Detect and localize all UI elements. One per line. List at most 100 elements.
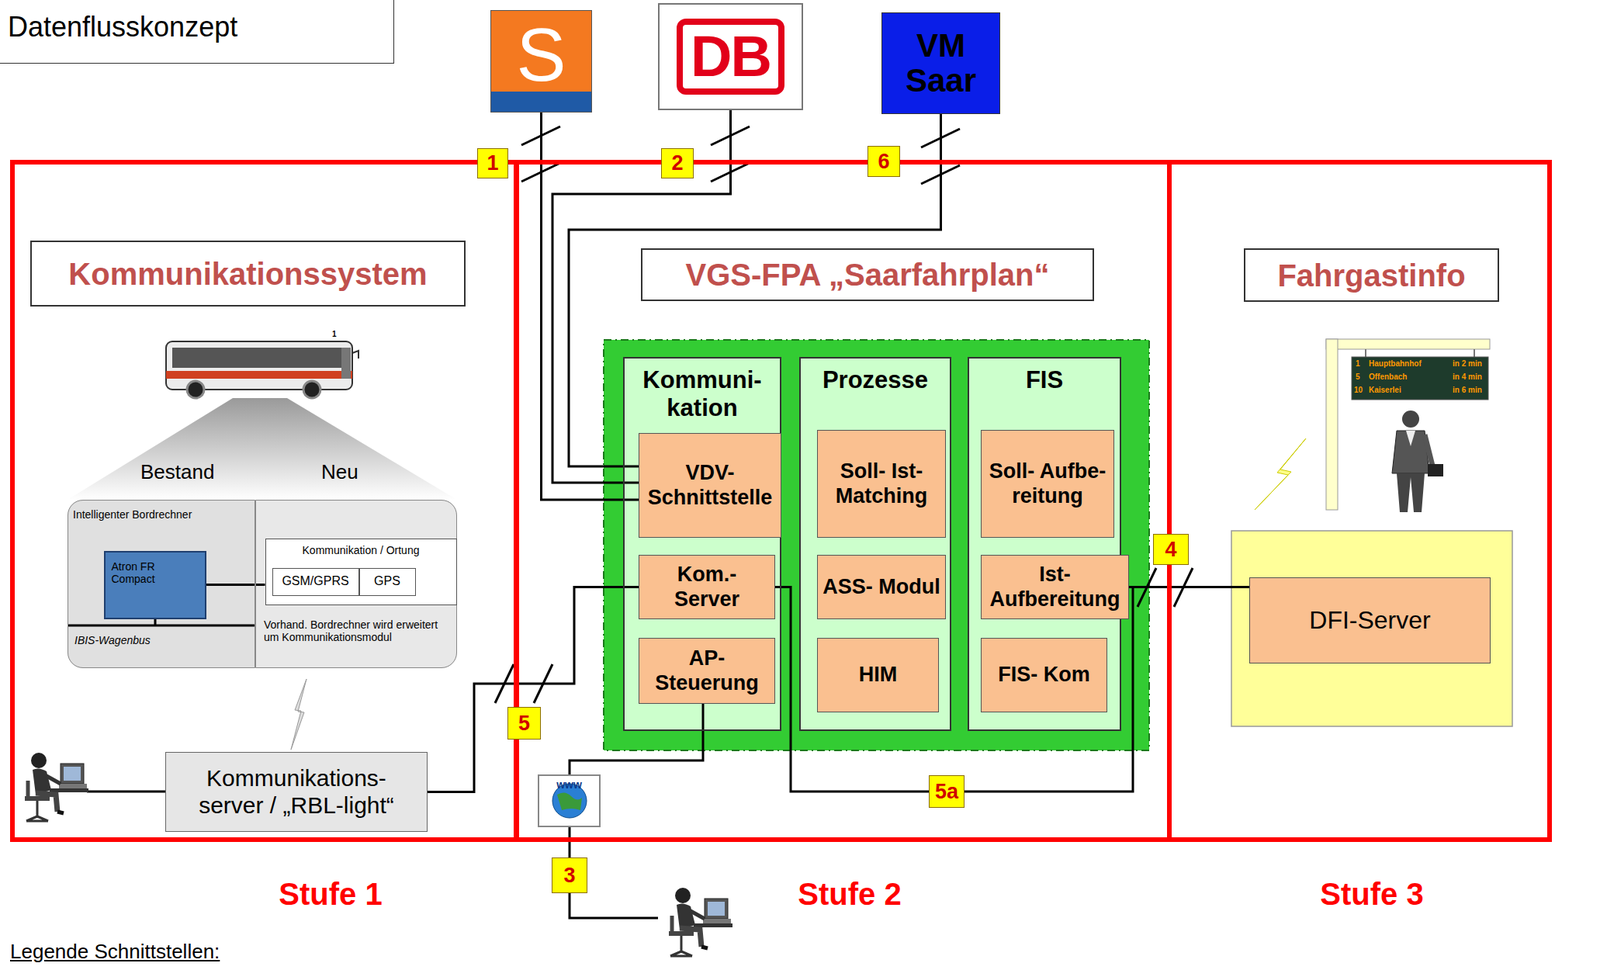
- box-text: VM Saar: [898, 28, 984, 97]
- bus-illustration-part: [67, 398, 458, 500]
- box: Kommunikations- server / „RBL-light“: [165, 751, 428, 832]
- box-text: Atron FR Compact: [111, 560, 182, 586]
- box: Atron FR Compact: [103, 550, 207, 620]
- box: Intelligenter BordrechnerIBIS-Wagenbus At…: [67, 499, 256, 669]
- stage-label: Stufe 3: [1302, 876, 1442, 912]
- dfi-panel-part: [1231, 530, 1513, 727]
- box-text: Kommunikation / Ortung: [302, 543, 420, 557]
- workstation-part: [24, 752, 89, 821]
- onboard-panels-part: [255, 499, 458, 669]
- callout-number: 5: [507, 706, 541, 740]
- process-area: [603, 339, 1150, 751]
- box-text: Prozesse: [822, 366, 929, 395]
- box: Soll- Ist- Matching: [817, 429, 946, 538]
- display-text: Hauptbahnhof: [1368, 359, 1422, 369]
- title: Datenflusskonzept: [0, 0, 395, 64]
- box: HIM: [817, 637, 939, 713]
- bus-illustration-part: [187, 380, 205, 399]
- callout-number: 2: [661, 148, 694, 179]
- workstation-part: [668, 887, 733, 956]
- box-text: AP- Steuerung: [644, 646, 770, 695]
- box: VGS-FPA „Saarfahrplan“: [640, 248, 1095, 302]
- radio-link: [290, 438, 1306, 750]
- stage-region: Stufe 1KommunikationssystemIntelligenter…: [10, 159, 519, 842]
- connector: [427, 587, 639, 793]
- process-area-part: [623, 356, 782, 731]
- box: Kommunikation / OrtungGSM/GPRSGPS: [265, 538, 458, 606]
- passenger-figure-part: [1406, 430, 1416, 447]
- passenger-figure: [1392, 410, 1444, 513]
- box: ProzesseSoll- Ist- MatchingASS- ModulHIM: [799, 356, 952, 731]
- stage-region: Stufe 3FahrgastinfoDFI-Server: [1167, 159, 1552, 842]
- workstation: [24, 752, 733, 956]
- display-text: in 4 min: [1452, 372, 1483, 382]
- web-icon: [538, 775, 600, 827]
- box-text: Soll- Ist- Matching: [822, 459, 941, 508]
- box: AP- Steuerung: [638, 637, 776, 704]
- bus-illustration-part: [172, 347, 343, 368]
- box: DFI-Server: [1249, 577, 1491, 664]
- passenger-figure-part: [1424, 434, 1433, 466]
- box-text: Kommunikations- server / „RBL-light“: [180, 765, 413, 819]
- box-text: IBIS-Wagenbus: [74, 633, 151, 647]
- stage-label: Stufe 1: [260, 876, 401, 912]
- web-icon-part: [557, 792, 582, 811]
- radio-link-part: [290, 678, 307, 750]
- box: VM Saar: [881, 12, 1001, 115]
- callout-number: 1: [477, 148, 509, 179]
- passenger-figure-part: [1427, 464, 1444, 477]
- bus-illustration-part: [341, 347, 351, 379]
- passenger-figure-part: [1402, 410, 1420, 428]
- callout-number: 5a: [928, 775, 965, 808]
- box-text: FIS- Kom: [997, 662, 1091, 687]
- wires-part: [86, 790, 166, 794]
- box: S: [490, 10, 593, 113]
- box-text: DB: [676, 18, 785, 95]
- bus-illustration-part: [166, 370, 353, 379]
- stage-region: Stufe 2VGS-FPA „Saarfahrplan“Kommuni- ka…: [514, 159, 1172, 842]
- bus-illustration: [67, 341, 458, 500]
- box-text: Vorhand. Bordrechner wird erweitert um K…: [263, 618, 447, 644]
- box-text: GSM/GPRS: [281, 574, 349, 589]
- stage-label: Stufe 2: [779, 876, 920, 912]
- box-text: S: [516, 12, 566, 98]
- onboard-panels-part: [67, 624, 256, 627]
- box-text: FIS: [1025, 366, 1064, 395]
- stop-sign-part: [1364, 349, 1367, 357]
- box-text: Intelligenter Bordrechner: [72, 508, 192, 521]
- label: 1: [332, 329, 337, 340]
- box: VDV- Schnittstelle: [638, 432, 782, 538]
- stop-sign-part: [1326, 339, 1490, 350]
- box-text: Fahrgastinfo: [1277, 257, 1465, 294]
- box: Kommuni- kationVDV- SchnittstelleKom.- S…: [623, 356, 782, 731]
- box-text: ASS- Modul: [822, 574, 940, 600]
- box-text: Soll- Aufbe- reitung: [986, 459, 1109, 508]
- box: DB: [658, 3, 804, 111]
- box-text: Kommuni- kation: [636, 366, 769, 422]
- web-icon-part: [538, 775, 600, 827]
- wires-part: [569, 703, 704, 776]
- process-area-part: [799, 356, 952, 731]
- stop-sign-part: [1351, 356, 1489, 400]
- box: Ist- Aufbereitung: [980, 554, 1130, 620]
- box: Kom.- Server: [638, 554, 776, 620]
- display-text: Offenbach: [1368, 372, 1407, 382]
- box: FISSoll- Aufbe- reitungIst- Aufbereitung…: [967, 356, 1122, 731]
- onboard-panels-part: [154, 619, 157, 626]
- onboard-panels: [67, 499, 458, 669]
- bus-illustration-part: [352, 350, 359, 359]
- box-text: HIM: [858, 662, 898, 687]
- box-text: Kom.- Server: [644, 562, 770, 611]
- box: FIS- Kom: [980, 637, 1108, 713]
- callout-number: 6: [867, 145, 901, 177]
- box-text: VGS-FPA „Saarfahrplan“: [685, 256, 1050, 293]
- wires: [86, 703, 704, 918]
- display-text: in 2 min: [1452, 359, 1483, 369]
- display-text: in 6 min: [1452, 385, 1483, 395]
- callout-number: 3: [551, 857, 588, 894]
- stop-sign-part: [1473, 349, 1476, 357]
- callout-number: 4: [1153, 533, 1189, 565]
- box: Kommunikationssystem: [30, 240, 466, 307]
- passenger-figure-part: [1396, 473, 1425, 513]
